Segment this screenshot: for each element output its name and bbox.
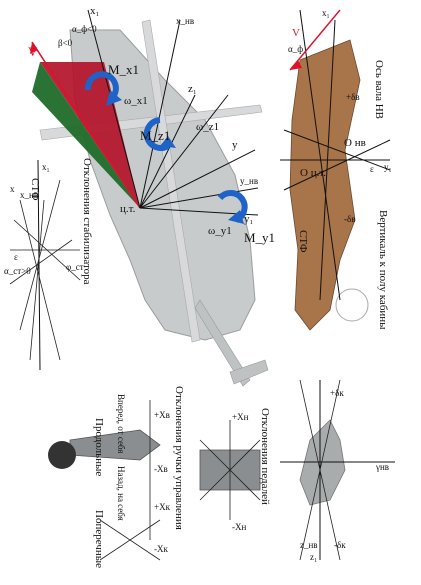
cm-label: ц.т.: [120, 203, 136, 215]
x1-left-label: x₁: [42, 162, 50, 172]
hv-axis-label: Ось вала НВ: [373, 60, 385, 119]
pedals-illustration: [199, 420, 261, 520]
lateral-label: Поперечные: [93, 510, 105, 568]
minus-xk-label: -Xк: [154, 544, 168, 554]
velocity-sector-green: [32, 62, 140, 208]
minus-dv-label: -δв: [344, 214, 356, 224]
stabilizer-title: Отклонения стабилизатора: [81, 158, 93, 285]
eps-left-label: ε: [14, 252, 18, 262]
helicopter-side-icon: [289, 39, 361, 331]
phi-st-label: φ_ст: [66, 262, 84, 272]
stabilizer-diagram: [9, 159, 81, 371]
beta-label: β<0: [58, 38, 73, 48]
y1-right-label: y₁: [384, 162, 392, 172]
xnn-axis-label: x_нв: [176, 16, 194, 26]
znn-front-label: z_нв: [300, 540, 318, 550]
wx-label: ω_x1: [124, 95, 148, 107]
control-stick-icon: [69, 429, 161, 461]
eps-right-label: ε: [370, 164, 374, 174]
helicopter-side-view: [280, 9, 391, 331]
backward-label: Назад, на себя: [116, 466, 126, 521]
x1-axis-label: x₁: [90, 5, 100, 17]
my-label: M_y1: [244, 230, 275, 245]
velocity-label: V: [28, 44, 38, 59]
pedals-title: Отклонения педалей: [259, 408, 271, 505]
wz-label: ω_z1: [196, 121, 219, 133]
wy-label: ω_y1: [208, 225, 232, 237]
plus-dv-label: +δв: [346, 92, 360, 102]
x1-right-label: x₁: [322, 8, 330, 18]
forward-label: Вперед, от себя: [116, 394, 126, 453]
stick-title: Отклонения ручки управления: [173, 386, 185, 530]
y1-axis-label: y₁: [244, 213, 254, 225]
stick-illustration: [48, 400, 161, 561]
mx-label: M_x1: [108, 62, 139, 77]
xnn-left-label: x_нв: [20, 190, 38, 200]
y-axis-label: y: [232, 139, 238, 151]
v-red2-label: V: [292, 27, 300, 39]
rotation-arrow-y: [217, 190, 248, 224]
gamma-nv-label: γнв: [375, 462, 389, 472]
vertical-cabin-label: Вертикаль к полу кабины: [377, 210, 389, 330]
rotation-arrow-z: [143, 117, 176, 151]
stf-left-label: СТФ: [29, 178, 41, 201]
alpha-phi-label: α_ф<0: [72, 24, 97, 34]
plus-dk-label: +δк: [330, 388, 344, 398]
stf-right-label: СТФ: [297, 230, 309, 253]
x-left-label: x: [10, 184, 15, 194]
alpha-st-label: α_ст>0: [4, 266, 31, 276]
minus-xn-label: -Xн: [232, 522, 246, 532]
z1-front-label: z₁: [310, 552, 317, 562]
velocity-vector: [31, 41, 141, 209]
z1-axis-label: z₁: [188, 83, 197, 95]
minus-dk-label: -δк: [334, 540, 346, 550]
o-nv-label: O нв: [344, 137, 366, 149]
helicopter-top-icon: [69, 29, 256, 341]
longitudinal-label: Продольные: [93, 418, 105, 476]
helicopter-front-view: [280, 379, 395, 561]
mz-label: M_z1: [140, 128, 170, 143]
minus-xv-label: -Xв: [154, 464, 168, 474]
plus-xv-label: +Xв: [154, 410, 170, 420]
rotation-arrow-x: [84, 71, 122, 106]
alpha-phi2-label: α_ф: [288, 44, 303, 54]
plus-xn-label: +Xн: [232, 412, 249, 422]
o-ct-label: O ц.т.: [300, 167, 326, 179]
plus-xk-label: +Xк: [154, 502, 171, 512]
ynn-axis-label: y_нв: [240, 176, 258, 186]
